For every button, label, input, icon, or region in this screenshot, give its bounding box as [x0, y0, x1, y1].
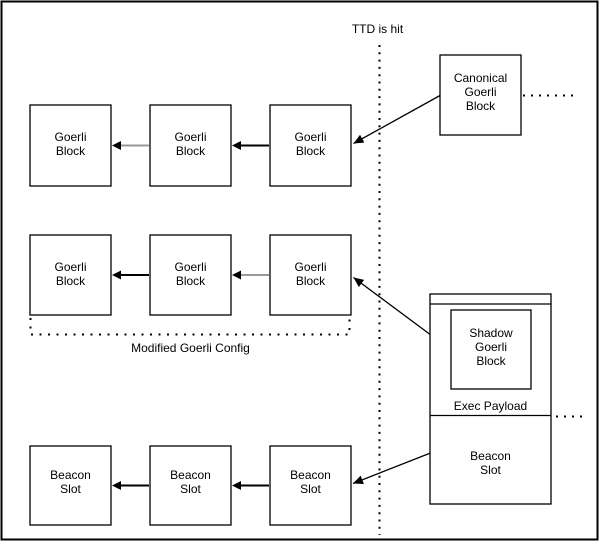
canonical-block-label: Goerli [464, 85, 496, 99]
beacon-container-to-slot-arrow [352, 452, 431, 485]
arrow-head [112, 270, 121, 280]
canonical-to-goerli-arrow [353, 94, 441, 145]
goerli-block-label: Goerli [174, 130, 206, 144]
beacon-slot-label: Slot [300, 482, 321, 496]
goerli-block-label: Block [56, 144, 86, 158]
goerli-block-box: Goerli Block [269, 104, 352, 187]
beacon-slot-label: Slot [480, 463, 501, 477]
beacon-slot-label: Beacon [470, 449, 511, 463]
canonical-block-label: Canonical [454, 71, 507, 85]
beacon-slot-label: Beacon [290, 468, 331, 482]
beacon-slot-label: Slot [180, 482, 201, 496]
modified-config-bracket [29, 318, 351, 336]
shadow-block-label: Block [476, 354, 506, 368]
arrow-head [112, 141, 121, 150]
shadow-goerli-block-box: Shadow Goerli Block [450, 309, 532, 390]
goerli-block-box: Goerli Block [29, 234, 112, 316]
beacon-slot-label: Beacon [170, 468, 211, 482]
beacon-slot-label: Beacon [50, 468, 91, 482]
canonical-block-label: Block [466, 99, 496, 113]
arrow-head [112, 481, 121, 490]
beacon-slot-box: Beacon Slot [269, 445, 352, 526]
goerli-block-box: Goerli Block [149, 104, 232, 187]
exec-payload-label: Exec Payload [454, 399, 527, 413]
goerli-block-box: Goerli Block [149, 234, 232, 316]
goerli-block-label: Block [56, 274, 86, 288]
goerli-block-label: Goerli [294, 130, 326, 144]
goerli-block-label: Block [296, 274, 326, 288]
modified-config-label: Modified Goerli Config [131, 341, 250, 355]
ttd-label: TTD is hit [352, 22, 404, 36]
arrow-head [232, 270, 241, 280]
shadow-block-label: Goerli [475, 340, 507, 354]
canonical-goerli-block-box: Canonical Goerli Block [439, 54, 522, 136]
beacon-slot-box: Beacon Slot [149, 445, 232, 526]
goerli-block-box: Goerli Block [269, 234, 352, 316]
goerli-block-box: Goerli Block [29, 104, 112, 187]
goerli-block-label: Goerli [174, 260, 206, 274]
goerli-block-label: Goerli [54, 260, 86, 274]
shadow-block-label: Shadow [469, 326, 513, 340]
goerli-block-label: Block [176, 144, 206, 158]
arrow-head [232, 141, 241, 150]
beacon-slot-box: Beacon Slot [29, 445, 112, 526]
arrow-head [232, 481, 241, 490]
goerli-block-label: Goerli [294, 260, 326, 274]
goerli-block-label: Block [296, 144, 326, 158]
goerli-block-label: Goerli [54, 130, 86, 144]
beacon-slot-label: Slot [60, 482, 81, 496]
goerli-block-label: Block [176, 274, 206, 288]
